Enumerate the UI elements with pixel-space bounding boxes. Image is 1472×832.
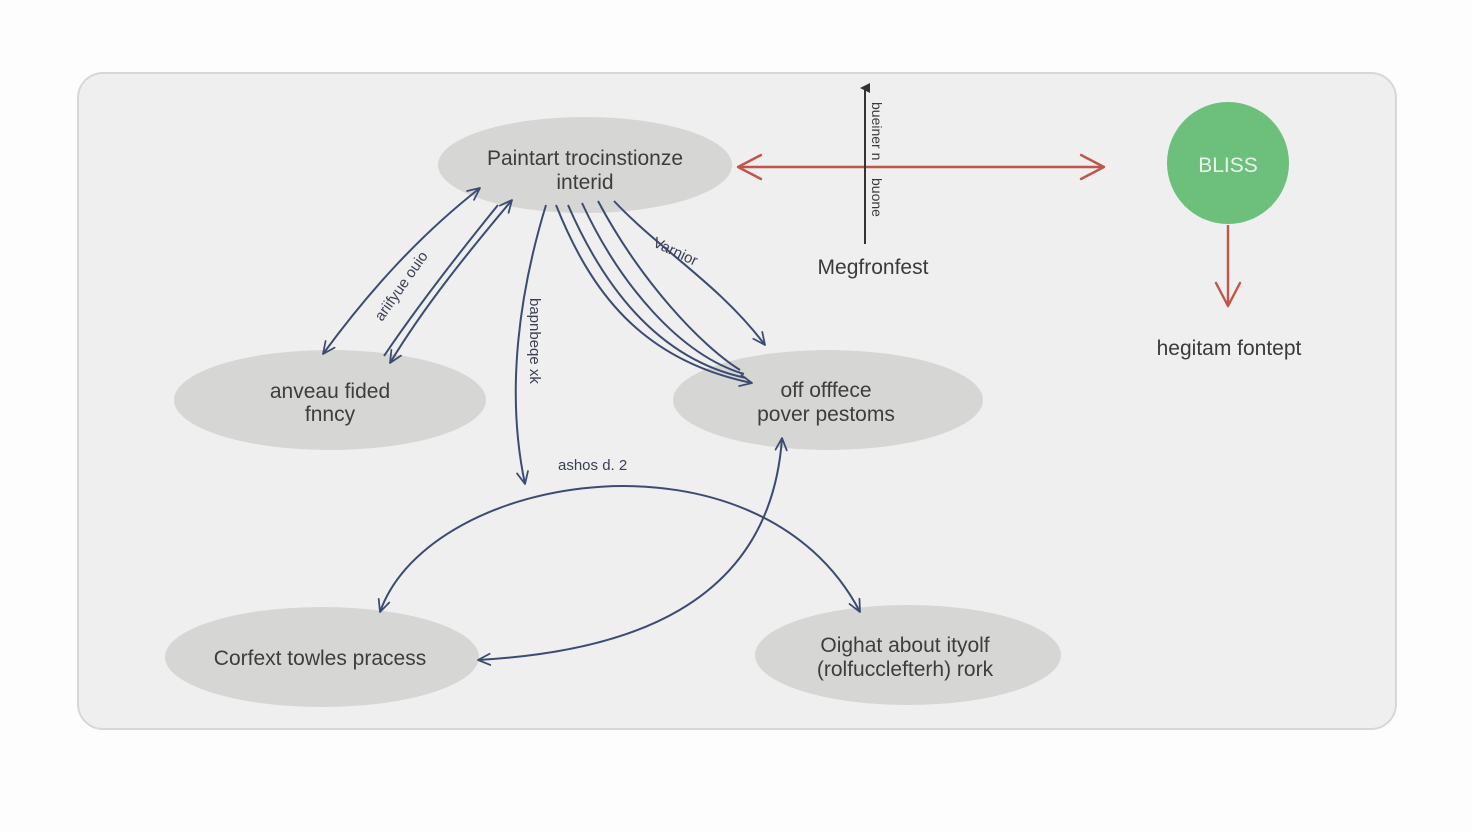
bliss-label: BLISS <box>1198 154 1258 177</box>
edge-label-arc: ashos d. 2 <box>558 457 627 474</box>
edge-top-right-a <box>555 204 753 387</box>
node-left[interactable]: anveau fided fnncy <box>174 350 486 450</box>
edge-top-left-c <box>383 204 499 357</box>
edge-top-right-e <box>613 200 766 346</box>
label-hegitam: hegitam fontept <box>1157 337 1302 360</box>
blue-edges <box>322 187 861 666</box>
node-top-line1: Paintart trocinstionze <box>487 147 683 170</box>
node-right-line2: pover pestoms <box>757 403 895 426</box>
node-bottom-right-line1: Oighat about ityolf <box>820 634 989 657</box>
node-bottom-right[interactable]: Oighat about ityolf (rolfucclefterh) ror… <box>755 605 1061 705</box>
node-left-line2: fnncy <box>305 403 356 426</box>
vertical-label-b: buone <box>869 178 885 217</box>
edge-top-left-b <box>389 199 513 364</box>
node-top-line2: interid <box>556 171 613 194</box>
vertical-label-a: bueiner n <box>869 102 885 160</box>
edge-top-right-c <box>581 202 745 375</box>
edge-arc <box>377 485 861 613</box>
node-bottom-left-line1: Corfext towles pracess <box>214 647 426 670</box>
edge-label-middle: bapnbeqe xk <box>526 298 543 384</box>
edge-right-bottom-left <box>477 437 788 666</box>
node-right-line1: off offfece <box>780 379 871 402</box>
edge-top-right-b <box>567 204 747 379</box>
node-top[interactable]: Paintart trocinstionze interid <box>438 117 732 213</box>
label-megfronfest: Megfronfest <box>818 256 929 279</box>
edge-top-right-d <box>597 200 741 371</box>
node-bottom-right-line2: (rolfucclefterh) rork <box>817 658 994 681</box>
node-left-line1: anveau fided <box>270 380 390 403</box>
node-bottom-left[interactable]: Corfext towles pracess <box>165 607 479 707</box>
edge-label-right: Varnior <box>650 234 700 269</box>
vertical-up-arrow: bueiner n buone <box>860 83 885 244</box>
bliss-node[interactable]: BLISS <box>1167 102 1289 224</box>
